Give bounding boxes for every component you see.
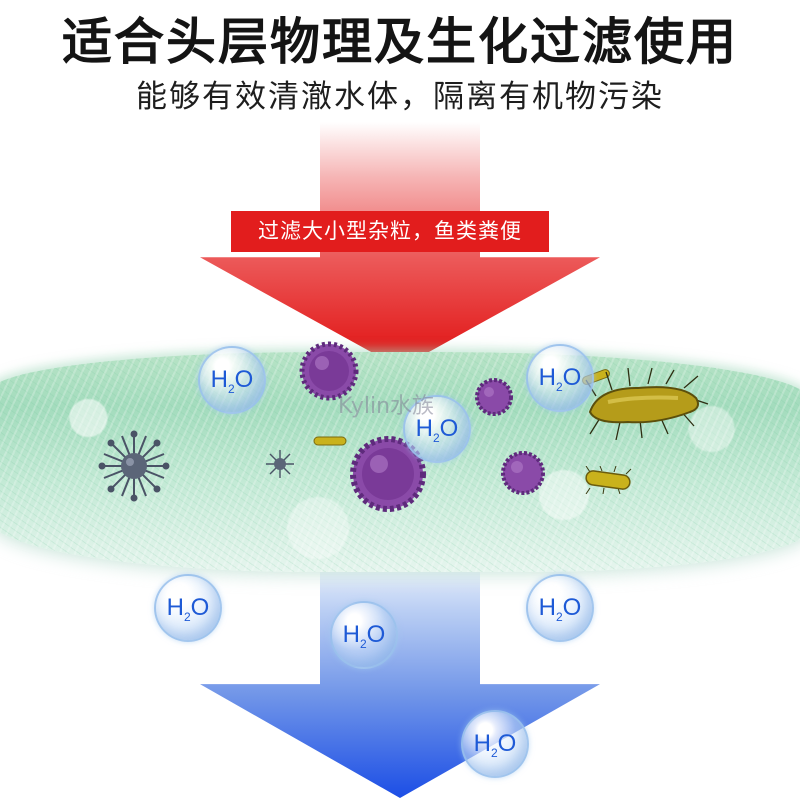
small-virus-icon xyxy=(266,450,294,478)
h2o-element: H xyxy=(415,415,433,442)
virus-icon xyxy=(98,430,170,502)
h2o-bubble: H2O xyxy=(461,710,529,778)
bacillus-icon xyxy=(585,368,709,440)
yellow-bacteria-icon xyxy=(585,466,632,494)
large-purple-microbe-icon xyxy=(350,436,426,512)
h2o-subscript: 2 xyxy=(555,379,563,394)
h2o-element-o: O xyxy=(190,594,210,621)
h2o-subscript: 2 xyxy=(490,745,498,760)
h2o-element-o: O xyxy=(439,415,459,442)
h2o-element-o: O xyxy=(366,621,386,648)
h2o-subscript: 2 xyxy=(432,430,440,445)
h2o-element: H xyxy=(166,594,184,621)
purple-microbe-icon xyxy=(475,378,513,416)
h2o-bubble: H2O xyxy=(526,344,594,412)
purple-microbe-icon xyxy=(501,451,545,495)
h2o-element: H xyxy=(538,364,556,391)
h2o-bubble: H2O xyxy=(526,574,594,642)
h2o-subscript: 2 xyxy=(555,609,563,624)
h2o-element: H xyxy=(342,621,360,648)
h2o-element: H xyxy=(473,730,491,757)
h2o-bubble: H2O xyxy=(198,346,266,414)
page-subtitle: 能够有效清澈水体，隔离有机物污染 xyxy=(136,79,664,115)
purple-microbe-icon xyxy=(299,341,359,401)
h2o-subscript: 2 xyxy=(227,381,235,396)
yellow-bacteria-icon xyxy=(313,436,347,446)
h2o-bubble: H2O xyxy=(154,574,222,642)
h2o-subscript: 2 xyxy=(183,609,191,624)
h2o-bubble: H2O xyxy=(330,601,398,669)
h2o-element-o: O xyxy=(497,730,517,757)
h2o-element-o: O xyxy=(562,364,582,391)
watermark: Kylin水族 xyxy=(338,394,435,419)
h2o-element-o: O xyxy=(562,594,582,621)
h2o-element-o: O xyxy=(234,366,254,393)
h2o-element: H xyxy=(210,366,228,393)
filter-label-badge: 过滤大小型杂粒，鱼类粪便 xyxy=(231,211,549,252)
page-title: 适合头层物理及生化过滤使用 xyxy=(62,13,738,71)
h2o-subscript: 2 xyxy=(359,636,367,651)
h2o-bubble: H2O xyxy=(403,395,471,463)
h2o-element: H xyxy=(538,594,556,621)
